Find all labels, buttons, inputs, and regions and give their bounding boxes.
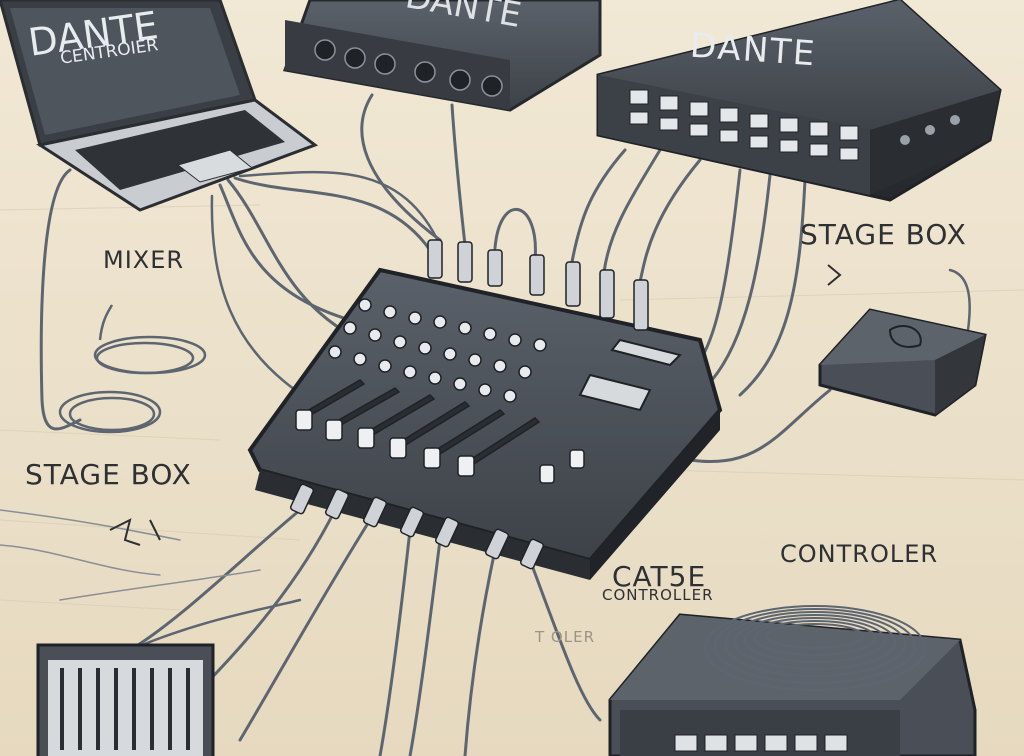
- stage-box-label-right: STAGE BOX: [800, 218, 967, 251]
- stage-box-label-left: STAGE BOX: [25, 458, 192, 491]
- faint-label: T OLER: [535, 628, 595, 646]
- front-connectors: [289, 483, 545, 570]
- paper-texture: [0, 204, 1024, 611]
- cable: [378, 528, 412, 756]
- cable: [39, 168, 82, 431]
- controller-box: [608, 605, 977, 756]
- cable: [948, 268, 971, 332]
- cable: [218, 183, 352, 322]
- cat5e-sublabel: CONTROLLER: [602, 586, 714, 604]
- cat5e-label: CAT5E: [612, 560, 707, 593]
- cable: [602, 148, 662, 274]
- cable: [210, 194, 312, 402]
- coiled-cable-icon: [58, 304, 207, 434]
- mixer-console: [247, 267, 723, 580]
- cable: [738, 178, 807, 397]
- mixer-knobs: [328, 298, 547, 403]
- cable-coil-icon: [704, 605, 926, 691]
- controler-label: CONTROLER: [780, 540, 939, 568]
- top-connectors: [427, 239, 649, 331]
- cable: [128, 508, 302, 652]
- cable: [233, 176, 432, 252]
- cable: [59, 569, 261, 601]
- cable: [638, 158, 702, 284]
- cable: [463, 548, 497, 756]
- small-mixer-panel: [36, 643, 215, 756]
- cable: [0, 509, 181, 541]
- mixer-faders: [295, 379, 585, 484]
- cable: [226, 178, 362, 342]
- top-dante-unit: [282, 0, 602, 112]
- cable: [128, 598, 302, 652]
- laptop: [0, 0, 319, 212]
- cables: [0, 93, 971, 756]
- cable: [688, 388, 832, 463]
- cable: [408, 538, 442, 756]
- cable: [570, 148, 627, 264]
- cable: [710, 173, 772, 382]
- cable: [0, 544, 161, 576]
- dante-switch: [596, 0, 1002, 202]
- cable: [528, 558, 602, 722]
- mixer-label: MIXER: [103, 246, 185, 274]
- cable: [450, 103, 467, 247]
- stage-box-device: [818, 308, 987, 417]
- cable: [238, 518, 372, 742]
- cable: [360, 93, 442, 242]
- cable: [238, 170, 442, 247]
- cable: [493, 207, 537, 262]
- scribbles: [109, 264, 842, 546]
- cable: [698, 168, 742, 362]
